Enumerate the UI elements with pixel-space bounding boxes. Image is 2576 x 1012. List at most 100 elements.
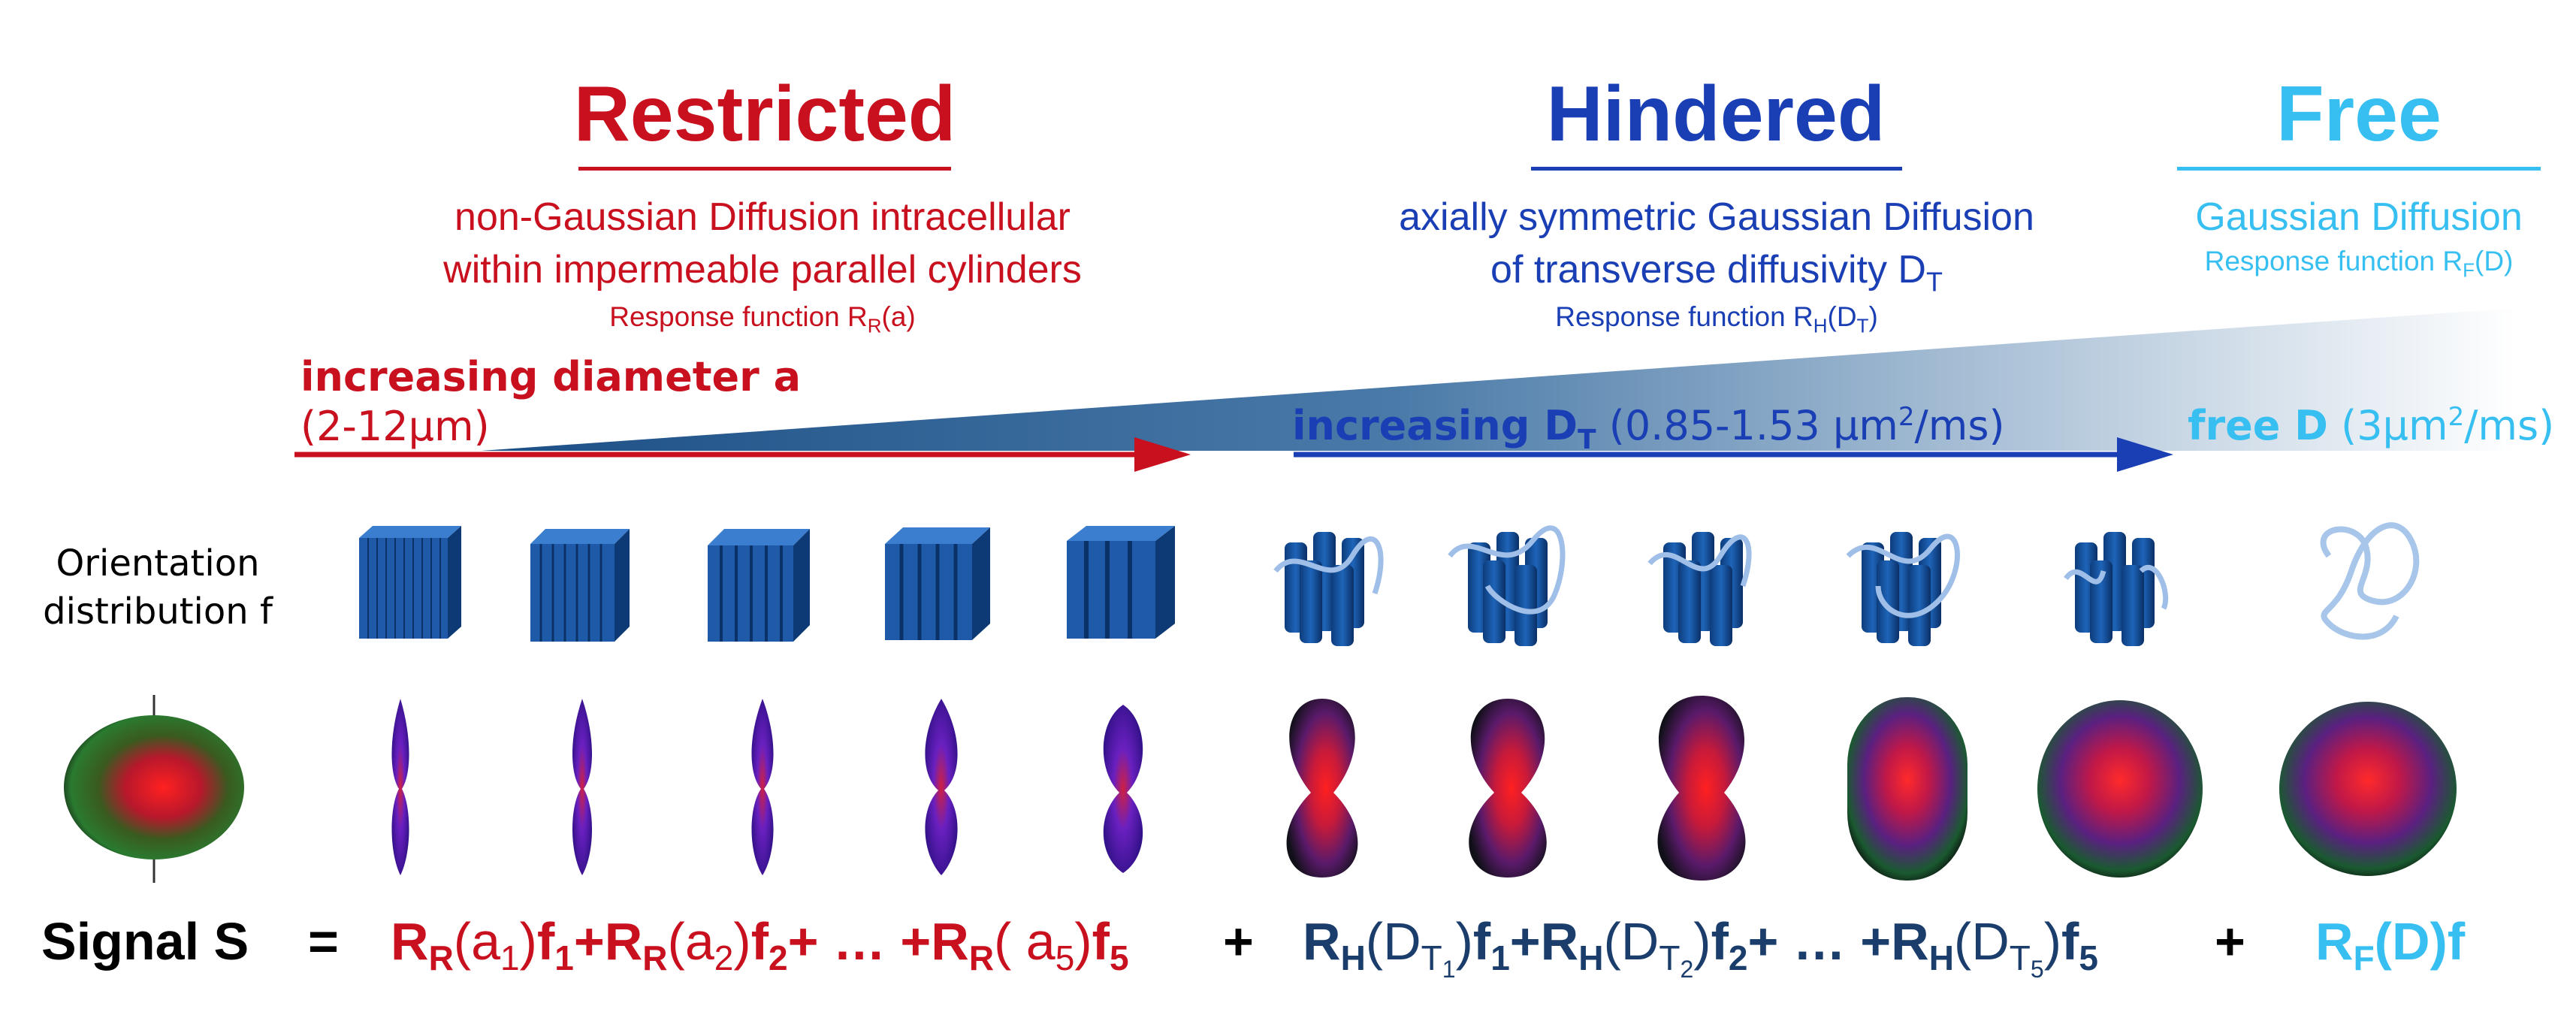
odf-hindered-2 bbox=[1469, 699, 1547, 878]
restricted-eq-token: R bbox=[642, 938, 668, 977]
restricted-desc-line2: within impermeable parallel cylinders bbox=[443, 248, 1082, 292]
hindered-description: axially symmetric Gaussian Diffusion of … bbox=[1399, 191, 2034, 308]
hindered-eq-token: +R bbox=[1509, 912, 1579, 971]
restricted-eq-token: 1 bbox=[500, 938, 520, 977]
cylinder-bundle-1-icon bbox=[359, 526, 461, 639]
restricted-response: Response function RR(a) bbox=[609, 301, 916, 337]
equation-equals: = bbox=[308, 912, 339, 971]
free-desc-line1: Gaussian Diffusion bbox=[2195, 195, 2523, 239]
hindered-eq-token: f bbox=[1472, 912, 1491, 971]
hindered-eq-token: (D bbox=[1365, 912, 1421, 971]
restricted-arrow-range: (2-12μm) bbox=[300, 403, 490, 450]
free-arrow-label: free D (3μm2/ms) bbox=[2188, 402, 2555, 449]
orientation-line2: distribution f bbox=[43, 591, 273, 633]
hindered-eq-token: (D bbox=[1603, 912, 1659, 971]
restricted-eq-token: (a bbox=[453, 912, 501, 971]
restricted-arrow-label: increasing diameter a bbox=[300, 353, 802, 400]
restricted-eq-token: 2 bbox=[769, 938, 788, 977]
odf-restricted-1 bbox=[391, 699, 409, 875]
restricted-eq-token: f bbox=[536, 912, 555, 971]
odf-restricted-4 bbox=[925, 699, 958, 875]
hindered-eq-token: H bbox=[1340, 938, 1366, 977]
free-eq-token: (D)f bbox=[2374, 912, 2466, 971]
restricted-eq-token: +R bbox=[573, 912, 643, 971]
hindered-bundle-3-icon bbox=[1647, 532, 1752, 646]
orientation-odf-glyph bbox=[64, 695, 244, 883]
free-fiber-icon bbox=[2320, 522, 2420, 640]
restricted-arrow-head bbox=[1134, 437, 1191, 472]
hindered-bundle-4-icon bbox=[1846, 532, 1960, 646]
hindered-eq-token: 1 bbox=[1490, 938, 1510, 977]
odf-hindered-5 bbox=[2037, 700, 2203, 878]
hindered-desc-line2: of transverse diffusivity DT bbox=[1490, 248, 1943, 298]
hindered-underline bbox=[1531, 167, 1902, 171]
cylinder-bundle-5-icon bbox=[1067, 526, 1175, 639]
restricted-eq-token: ) bbox=[733, 912, 751, 971]
hindered-eq-token: f bbox=[1711, 912, 1729, 971]
equation-lhs: Signal S bbox=[41, 912, 249, 971]
odf-free bbox=[2279, 702, 2457, 876]
orientation-distribution-label: Orientation distribution f bbox=[41, 539, 274, 636]
restricted-eq-token: f bbox=[750, 912, 769, 971]
restricted-eq-token: ) bbox=[519, 912, 537, 971]
hindered-eq-token: ) bbox=[1693, 912, 1711, 971]
restricted-eq-token: R bbox=[968, 938, 995, 977]
hindered-eq-token: H bbox=[1928, 938, 1954, 977]
hindered-eq-token: T5 bbox=[2009, 938, 2044, 983]
hindered-eq-token: 2 bbox=[1728, 938, 1748, 977]
equation-restricted-term: RR(a1)f1+RR(a2)f2+ … +RR( a5)f5 bbox=[391, 915, 1129, 975]
diffusivity-wedge bbox=[481, 308, 2517, 451]
hindered-eq-token: T1 bbox=[1421, 938, 1456, 983]
hindered-eq-token: T2 bbox=[1659, 938, 1694, 983]
restricted-underline bbox=[578, 167, 951, 171]
hindered-eq-token: + … +R bbox=[1747, 912, 1929, 971]
equation-plus-1: + bbox=[1223, 912, 1254, 971]
hindered-eq-token: ) bbox=[2043, 912, 2062, 971]
hindered-response: Response function RH(DT) bbox=[1555, 301, 1878, 337]
odf-hindered-3 bbox=[1657, 696, 1746, 881]
hindered-eq-token: ) bbox=[1455, 912, 1473, 971]
cylinder-bundle-3-icon bbox=[708, 529, 810, 642]
hindered-bundle-1-icon bbox=[1273, 532, 1384, 646]
restricted-eq-token: 5 bbox=[1109, 938, 1129, 977]
restricted-eq-token: R bbox=[428, 938, 454, 977]
free-title: Free bbox=[2276, 71, 2442, 158]
restricted-eq-token: 2 bbox=[714, 938, 734, 977]
hindered-eq-token: f bbox=[2061, 912, 2079, 971]
free-eq-token: R bbox=[2315, 912, 2354, 971]
restricted-title: Restricted bbox=[573, 71, 956, 158]
restricted-desc-line1: non-Gaussian Diffusion intracellular bbox=[454, 195, 1071, 239]
restricted-eq-token: ( a bbox=[994, 912, 1055, 971]
odf-restricted-5 bbox=[1103, 705, 1143, 873]
odf-hindered-4 bbox=[1847, 697, 1967, 881]
hindered-eq-token: (D bbox=[1953, 912, 2010, 971]
cylinder-bundle-2-icon bbox=[530, 529, 630, 642]
equation-hindered-term: RH(DT1)f1+RH(DT2)f2+ … +RH(DT5)f5 bbox=[1303, 915, 2098, 981]
free-description: Gaussian Diffusion bbox=[2195, 191, 2523, 243]
restricted-eq-token: 5 bbox=[1055, 938, 1075, 977]
hindered-arrow-head bbox=[2117, 437, 2173, 472]
cylinder-bundle-4-icon bbox=[885, 527, 990, 640]
hindered-eq-token: H bbox=[1578, 938, 1604, 977]
odf-restricted-2 bbox=[572, 699, 593, 875]
equation-plus-2: + bbox=[2215, 912, 2245, 971]
odf-restricted-3 bbox=[751, 699, 774, 875]
free-eq-token: F bbox=[2353, 938, 2375, 977]
restricted-eq-token: R bbox=[391, 912, 429, 971]
restricted-description: non-Gaussian Diffusion intracellular wit… bbox=[443, 191, 1082, 296]
free-underline bbox=[2177, 167, 2541, 171]
equation-free-term: RF(D)f bbox=[2315, 915, 2465, 975]
odf-hindered-1 bbox=[1286, 699, 1358, 878]
restricted-eq-token: (a bbox=[667, 912, 714, 971]
hindered-arrow-label: increasing DT (0.85-1.53 μm2/ms) bbox=[1292, 402, 2005, 455]
free-response: Response function RF(D) bbox=[2204, 246, 2514, 282]
hindered-bundle-2-icon bbox=[1448, 525, 1566, 646]
hindered-bundle-5-icon bbox=[2064, 532, 2169, 646]
restricted-eq-token: + … +R bbox=[787, 912, 969, 971]
hindered-eq-token: 5 bbox=[2079, 938, 2098, 977]
restricted-eq-token: 1 bbox=[554, 938, 574, 977]
restricted-eq-token: ) bbox=[1074, 912, 1092, 971]
hindered-desc-line1: axially symmetric Gaussian Diffusion bbox=[1399, 195, 2034, 239]
orientation-line1: Orientation bbox=[56, 542, 260, 585]
